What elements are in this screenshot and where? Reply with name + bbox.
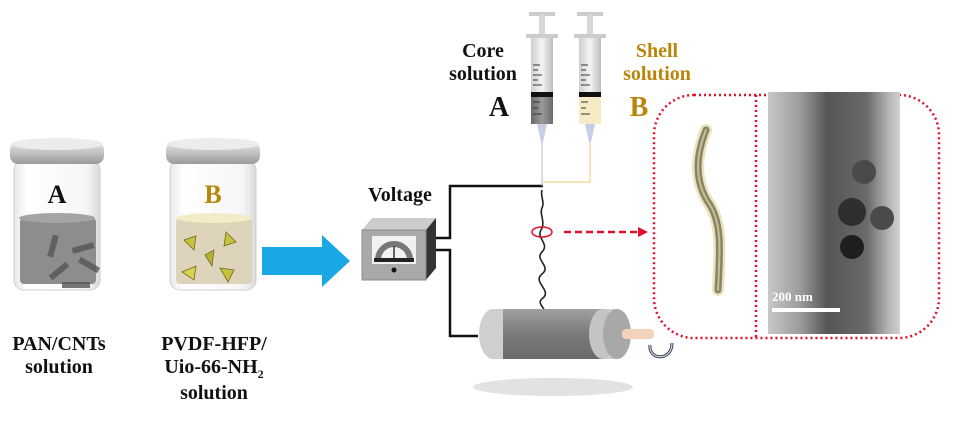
rotating-collector: [473, 309, 674, 396]
caption-line: solution: [180, 381, 248, 404]
zoom-frame: [652, 93, 941, 340]
shell-solution-label: Shell solution: [612, 40, 702, 86]
caption-line: PAN/CNTs: [12, 333, 106, 355]
label-line: solution: [449, 63, 517, 85]
core-solution-label: Core solution: [438, 40, 528, 86]
caption-line: solution: [25, 356, 93, 378]
syringe-shell: [543, 12, 606, 183]
vial-a-caption: PAN/CNTs solution: [0, 333, 118, 379]
tem-image: [768, 92, 900, 334]
voltage-supply: [361, 218, 436, 281]
label-line: solution: [623, 63, 691, 85]
vial-b-letter: B: [204, 180, 222, 209]
wires: [436, 184, 543, 338]
mof-octahedra: [181, 231, 237, 283]
scale-bar: [772, 308, 840, 312]
electrospinning-jet: [538, 189, 547, 317]
vial-b: [166, 138, 260, 291]
vial-a-letter: A: [47, 180, 67, 209]
syringe-core: [526, 12, 558, 186]
caption-line: PVDF-HFP/: [161, 333, 267, 355]
core-letter: A: [488, 92, 510, 123]
vial-a: [10, 138, 104, 291]
caption-line: Uio-66-NH2: [152, 356, 276, 382]
caption-text: Uio-66-NH: [164, 356, 258, 378]
process-arrow-icon: [262, 235, 350, 287]
cnt-bundles: [47, 234, 101, 288]
shell-letter: B: [629, 92, 649, 123]
scale-bar-label: 200 nm: [772, 289, 813, 304]
label-line: Shell: [635, 40, 679, 62]
jet-highlight-circle: [531, 226, 553, 238]
vial-b-caption: PVDF-HFP/ Uio-66-NH2 solution: [152, 333, 276, 405]
caption-subscript: 2: [257, 367, 264, 381]
voltage-label: Voltage: [368, 184, 432, 206]
label-line: Core: [462, 40, 504, 62]
zoom-arrow-head-icon: [638, 227, 648, 237]
